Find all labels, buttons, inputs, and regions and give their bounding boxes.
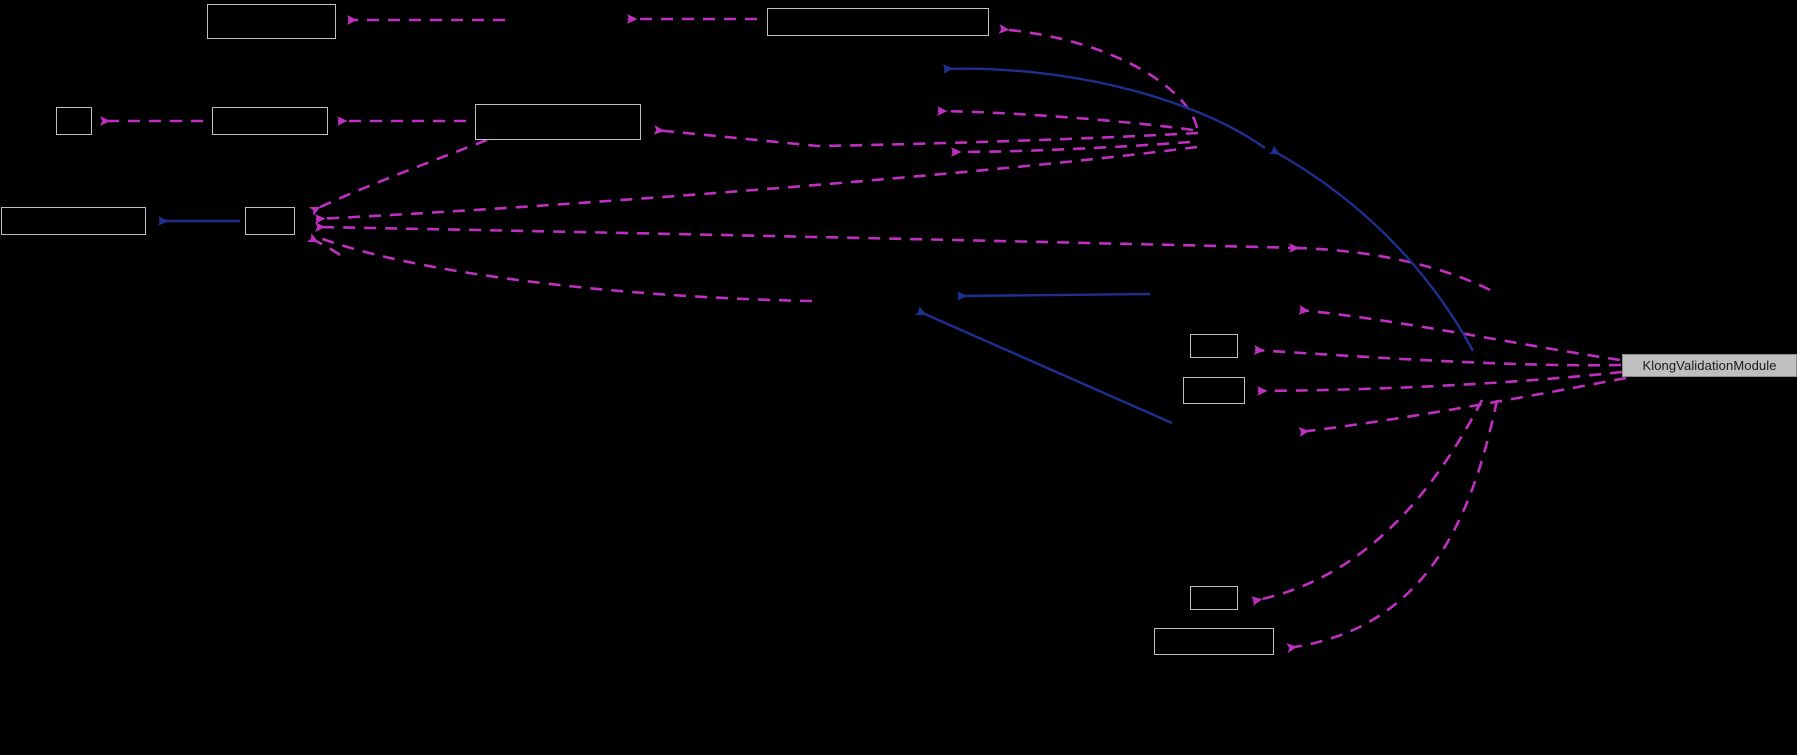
edge-node7-to-dangling (314, 234, 813, 303)
graph-node-5[interactable] (475, 104, 641, 140)
edge-focus-long-to-node7 (1288, 243, 1491, 292)
edge-focus-to-node9 (1256, 370, 1623, 396)
graph-node-2[interactable] (767, 8, 989, 36)
edge-hubright-to-arrowhead-c (950, 140, 1191, 157)
edge-lowerright-to-arrowhead (915, 306, 1173, 425)
graph-node-4[interactable] (212, 107, 328, 135)
edge-focus-to-hub-top (942, 64, 1266, 149)
graph-node-3[interactable] (56, 107, 92, 135)
edge-focus-to-node10 (1251, 399, 1484, 607)
graph-node-klong-validation-module[interactable]: KlongValidationModule (1622, 354, 1797, 377)
edge-hubright-to-arrowhead-a (936, 106, 1194, 132)
graph-node-10[interactable] (1190, 586, 1238, 610)
graph-node-7[interactable] (245, 207, 295, 235)
edge-node5-to-node7 (308, 138, 488, 216)
edge-node7-lower-arrow (306, 233, 341, 257)
edge-hubright-to-node2 (998, 24, 1199, 129)
edge-focus-to-arrowhead-d (1298, 305, 1621, 362)
graph-node-6[interactable] (1, 207, 146, 235)
graph-node-1[interactable] (207, 4, 336, 39)
graph-node-8[interactable] (1190, 334, 1238, 358)
edge-hubright-to-node5 (653, 125, 1199, 148)
usage-edges (100, 14, 1627, 653)
edge-hubright-to-node7 (314, 145, 1198, 224)
edge-focus-to-node7-upper (314, 222, 1301, 250)
graph-node-9[interactable] (1183, 377, 1245, 404)
edge-focus-curve-right (1268, 145, 1475, 352)
edge-focus-to-node8 (1253, 345, 1622, 367)
graph-node-11[interactable] (1154, 628, 1274, 655)
edge-rightmid-to-arrowhead (956, 291, 1151, 301)
edge-focus-to-arrowhead-e (1298, 376, 1627, 437)
edge-focus-to-node11 (1286, 399, 1499, 653)
inheritance-edges (158, 64, 1475, 425)
